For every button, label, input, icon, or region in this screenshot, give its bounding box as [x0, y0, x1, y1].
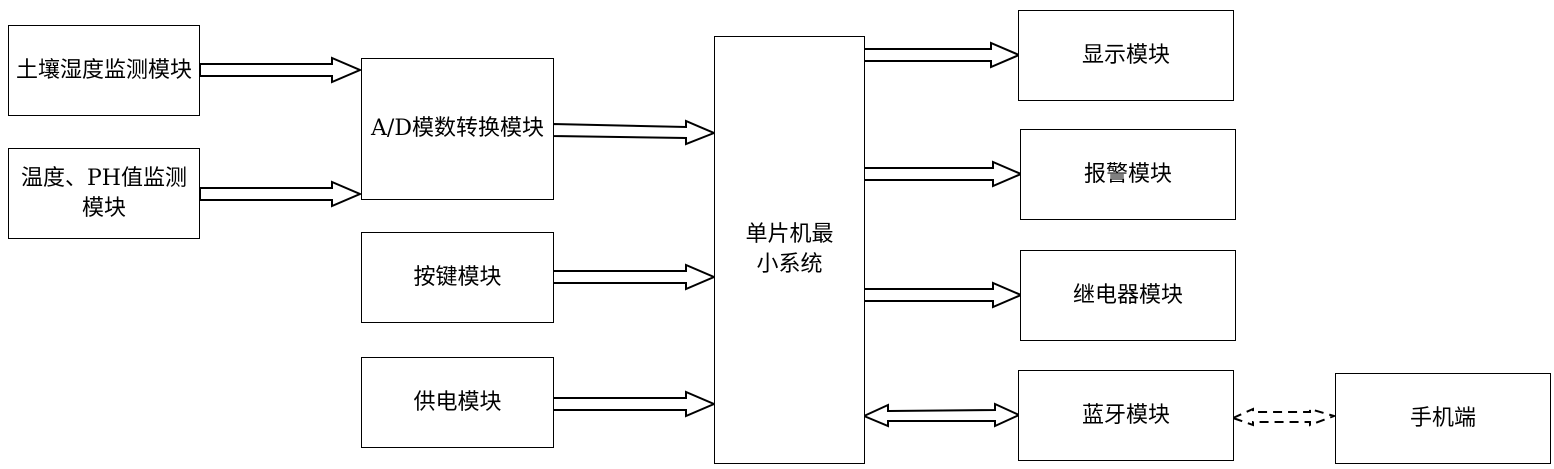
node-mcu: 单片机最小系统 [714, 36, 865, 464]
arrow-power-to-mcu [552, 390, 717, 418]
node-alarm: 报警模块 [1020, 129, 1236, 220]
arrow-keypad-to-mcu [552, 263, 717, 291]
arrow-mcu-to-relay [863, 281, 1024, 309]
node-power: 供电模块 [361, 357, 554, 448]
arrow-soil-to-ad [199, 56, 363, 84]
node-label: 蓝牙模块 [1081, 402, 1170, 428]
node-label: 手机端 [1409, 405, 1476, 431]
node-keypad: 按键模块 [361, 232, 554, 323]
arrow-tempph-to-ad [199, 180, 363, 208]
arrow-mcu-to-display [863, 41, 1022, 69]
node-label: 按键模块 [413, 264, 502, 290]
node-label: 继电器模块 [1072, 282, 1183, 308]
node-label: 单片机最小系统 [745, 222, 834, 277]
node-phone: 手机端 [1335, 373, 1551, 464]
node-soil-humidity: 土壤湿度监测模块 [8, 25, 200, 116]
node-label: 温度、PH值监测模块 [21, 165, 187, 221]
arrow-ad-to-mcu [552, 119, 717, 146]
node-label: 显示模块 [1081, 42, 1170, 68]
node-label: 报警模块 [1083, 161, 1172, 187]
arrow-mcu-to-alarm [863, 160, 1024, 188]
node-bluetooth: 蓝牙模块 [1018, 370, 1234, 461]
node-label: A/D模数转换模块 [371, 116, 544, 141]
arrow-mcu-bluetooth-bidirectional [861, 402, 1022, 428]
node-display: 显示模块 [1018, 10, 1234, 101]
node-ad-converter: A/D模数转换模块 [361, 58, 554, 200]
node-relay: 继电器模块 [1020, 250, 1236, 341]
node-label: 供电模块 [413, 389, 502, 415]
node-temp-ph: 温度、PH值监测模块 [8, 148, 200, 239]
node-label: 土壤湿度监测模块 [15, 57, 192, 83]
arrow-bluetooth-phone-dashed [1230, 407, 1338, 427]
